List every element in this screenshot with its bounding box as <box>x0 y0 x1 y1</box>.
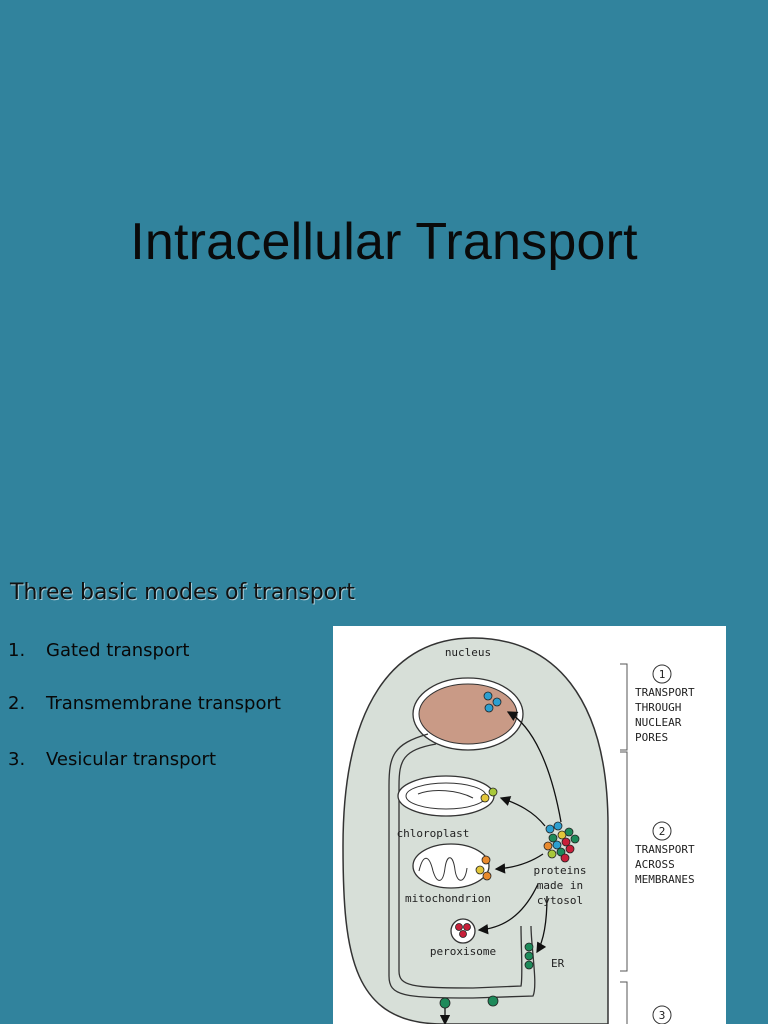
protein-dot <box>564 827 574 837</box>
protein-dot <box>545 824 555 834</box>
protein-dot <box>482 871 492 881</box>
er-membrane <box>388 733 536 999</box>
nucleus <box>418 683 518 745</box>
protein-dot <box>463 923 471 931</box>
protein-dot <box>524 942 534 952</box>
protein-dot <box>475 865 485 875</box>
step-text: THROUGH <box>635 701 681 714</box>
protein-dot <box>548 833 558 843</box>
mode-number: 2. <box>8 693 26 714</box>
protein-cluster <box>543 821 580 863</box>
arrow-to-er <box>536 895 548 954</box>
protein-dot <box>524 960 534 970</box>
protein-dot <box>484 703 494 713</box>
step-text: NUCLEAR <box>635 716 682 729</box>
arrow-to-nucleus <box>506 711 562 823</box>
protein-dot <box>556 847 566 857</box>
step-text: PORES <box>635 731 668 744</box>
protein-dot <box>560 853 570 863</box>
slide-subtitle: Three basic modes of transport <box>10 580 355 605</box>
transport-diagram: nucleus chloroplast mitochondrion protei… <box>333 626 726 1024</box>
step-bracket <box>620 981 628 1024</box>
protein-dot <box>565 844 575 854</box>
label-mitochondrion: mitochondrion <box>405 892 491 905</box>
vesicle <box>487 995 499 1007</box>
cell-membrane <box>342 637 609 1024</box>
step-text: TRANSPORT <box>635 686 695 699</box>
mode-label: Transmembrane transport <box>46 693 281 714</box>
label-peroxisome: peroxisome <box>430 945 496 958</box>
protein-dot <box>570 834 580 844</box>
protein-dot <box>480 793 490 803</box>
step-number-circle <box>652 1005 672 1024</box>
protein-dot <box>524 951 534 961</box>
step-number: 2 <box>659 825 666 838</box>
step-number: 3 <box>659 1009 666 1022</box>
mode-item-transmembrane: 2. Transmembrane transport <box>8 693 281 714</box>
mode-item-gated: 1. Gated transport <box>8 640 189 661</box>
mode-number: 3. <box>8 749 26 770</box>
arrow-to-mitochondrion <box>494 853 544 874</box>
step-text: TRANSPORT <box>635 843 695 856</box>
step-number-circle <box>652 664 672 684</box>
arrow-to-peroxisome <box>477 883 539 935</box>
step-text: MEMBRANES <box>635 873 695 886</box>
protein-dot <box>552 840 562 850</box>
step-text: ACROSS <box>635 858 675 871</box>
mode-item-vesicular: 3. Vesicular transport <box>8 749 216 770</box>
step-number: 1 <box>659 668 666 681</box>
label-nucleus: nucleus <box>445 646 491 659</box>
protein-dot <box>561 837 571 847</box>
step-bracket <box>620 663 628 751</box>
label-chloroplast: chloroplast <box>397 827 470 840</box>
slide-title: Intracellular Transport <box>130 213 638 271</box>
label-proteins: cytosol <box>537 894 583 907</box>
protein-dot <box>553 821 563 831</box>
protein-dot <box>488 787 498 797</box>
protein-dot <box>481 855 491 865</box>
protein-dot <box>459 930 467 938</box>
label-proteins: made in <box>537 879 583 892</box>
mode-label: Gated transport <box>46 640 190 661</box>
step-bracket <box>620 751 628 972</box>
protein-dot <box>547 849 557 859</box>
protein-dot <box>543 841 553 851</box>
protein-dot <box>492 697 502 707</box>
label-er: ER <box>551 957 565 970</box>
protein-dot <box>455 923 463 931</box>
mode-label: Vesicular transport <box>46 749 216 770</box>
mode-number: 1. <box>8 640 26 661</box>
arrow-to-chloroplast <box>499 796 546 827</box>
protein-dot <box>483 691 493 701</box>
vesicle <box>439 997 451 1009</box>
mitochondrion <box>412 843 490 889</box>
label-proteins: proteins <box>534 864 587 877</box>
step-number-circle <box>652 821 672 841</box>
